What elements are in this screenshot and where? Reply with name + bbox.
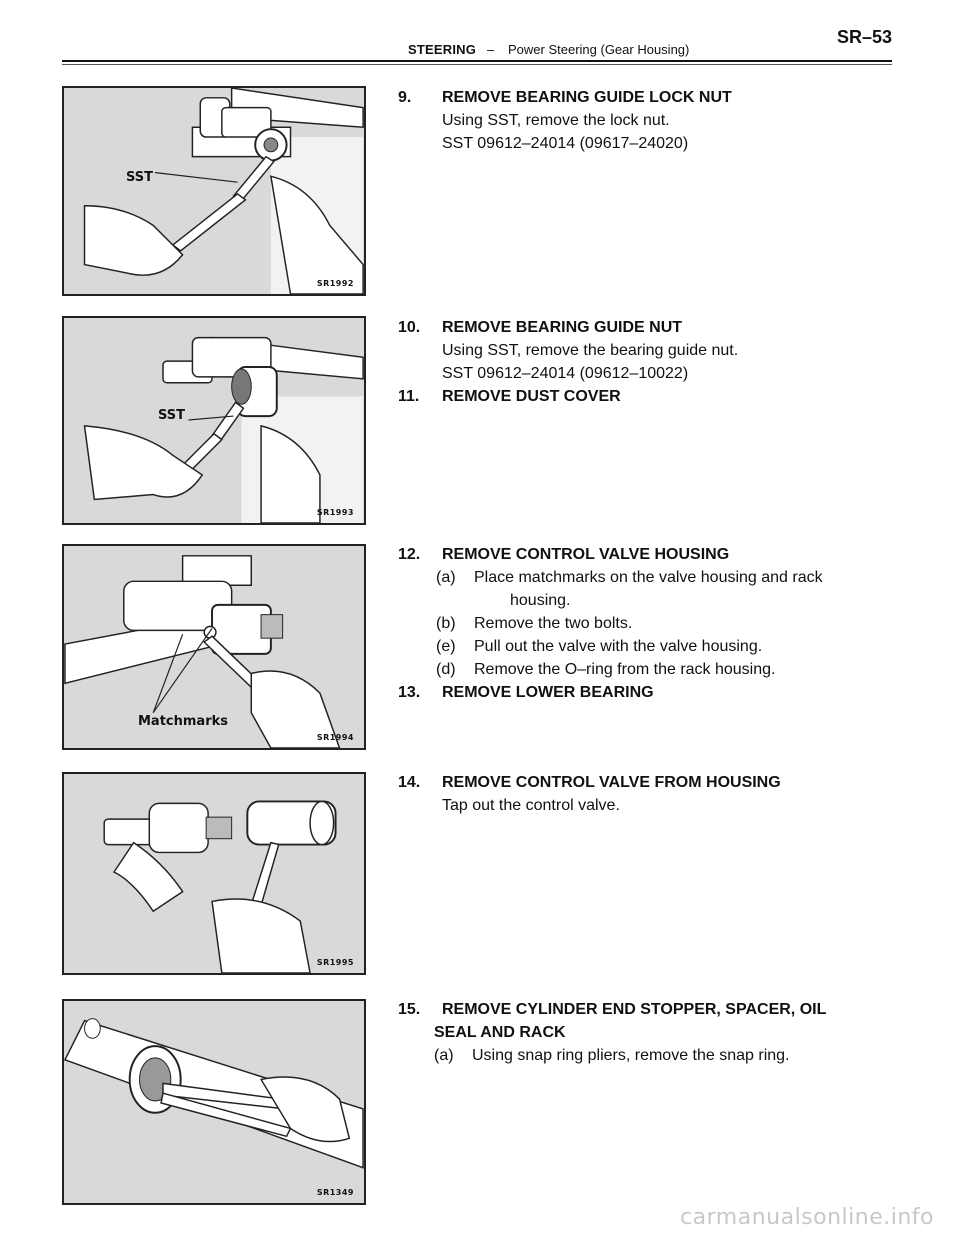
matchmarks-callout: Matchmarks — [136, 714, 230, 729]
step-line: Using SST, remove the lock nut. — [442, 112, 670, 129]
step-title: REMOVE CYLINDER END STOPPER, SPACER, OIL — [442, 1001, 827, 1018]
figure-snap-ring: SR1349 — [62, 999, 366, 1205]
substep: (a) Place matchmarks on the valve housin… — [436, 566, 898, 589]
illustration-sst-guide-nut — [83, 336, 364, 523]
step-heading: 9. REMOVE BEARING GUIDE LOCK NUT — [398, 86, 898, 109]
substep: (b) Remove the two bolts. — [436, 612, 898, 635]
step-number: 10. — [398, 319, 421, 336]
step-title: REMOVE LOWER BEARING — [442, 684, 654, 701]
step-heading: 15. REMOVE CYLINDER END STOPPER, SPACER,… — [398, 998, 898, 1021]
step-title-continuation: SEAL AND RACK — [434, 1024, 566, 1041]
step-heading: 12. REMOVE CONTROL VALVE HOUSING — [398, 543, 898, 566]
substep-text: Pull out the valve with the valve housin… — [474, 638, 763, 655]
figure-lock-nut: SST SR1992 — [62, 86, 366, 296]
step-15: 15. REMOVE CYLINDER END STOPPER, SPACER,… — [398, 998, 898, 1067]
step-14: 14. REMOVE CONTROL VALVE FROM HOUSING Ta… — [398, 771, 898, 817]
illustration-snap-ring-pliers — [64, 1018, 364, 1169]
substep-label: (b) — [436, 615, 456, 632]
figure-code: SR1995 — [316, 958, 354, 967]
step-number: 13. — [398, 684, 421, 701]
section-title: STEERING — [408, 42, 477, 57]
substep-text: Remove the two bolts. — [474, 615, 633, 632]
step-heading: 10. REMOVE BEARING GUIDE NUT — [398, 316, 898, 339]
step-title: REMOVE BEARING GUIDE LOCK NUT — [442, 89, 732, 106]
figure-code: SR1994 — [316, 733, 354, 742]
watermark: carmanualsonline.info — [680, 1205, 934, 1230]
step-title: REMOVE BEARING GUIDE NUT — [442, 319, 683, 336]
step-9: 9. REMOVE BEARING GUIDE LOCK NUT Using S… — [398, 86, 898, 155]
page-number: SR–53 — [836, 27, 892, 47]
substep-label: (e) — [436, 638, 456, 655]
header-rule — [62, 60, 892, 62]
substep-label: (a) — [436, 569, 456, 586]
subsection-title: Power Steering (Gear Housing) — [508, 42, 690, 57]
step-number: 15. — [398, 1001, 421, 1018]
step-11-heading: 11. REMOVE DUST COVER — [398, 385, 898, 408]
step-number: 14. — [398, 774, 421, 791]
substep-text: Place matchmarks on the valve housing an… — [474, 569, 823, 586]
header-rule-thin — [62, 64, 892, 65]
figure-code: SR1993 — [316, 508, 354, 517]
page-header: STEERING – Power Steering (Gear Housing)… — [0, 0, 960, 65]
substep-text: Remove the O–ring from the rack housing. — [474, 661, 776, 678]
substep-list: (a) Using snap ring pliers, remove the s… — [398, 1044, 898, 1067]
step-number: 12. — [398, 546, 421, 563]
step-number: 11. — [398, 388, 420, 405]
step-12: 12. REMOVE CONTROL VALVE HOUSING (a) Pla… — [398, 543, 898, 704]
step-13-heading: 13. REMOVE LOWER BEARING — [398, 681, 898, 704]
sst-callout: SST — [124, 170, 156, 185]
step-title: REMOVE DUST COVER — [442, 388, 621, 405]
step-title: REMOVE CONTROL VALVE HOUSING — [442, 546, 730, 563]
figure-code: SR1349 — [316, 1188, 354, 1197]
substep-text: Using snap ring pliers, remove the snap … — [472, 1047, 790, 1064]
sst-number: SST 09612–24014 (09617–24020) — [442, 135, 689, 152]
illustration-sst-lock-nut — [83, 88, 364, 294]
figure-control-valve-housing: Matchmarks SR1994 — [62, 544, 366, 750]
figure-control-valve: SR1995 — [62, 772, 366, 975]
step-10: 10. REMOVE BEARING GUIDE NUT Using SST, … — [398, 316, 898, 408]
substep: (a) Using snap ring pliers, remove the s… — [434, 1044, 898, 1067]
substep-label: (d) — [436, 661, 456, 678]
substep-continuation: housing. — [510, 592, 571, 609]
step-number: 9. — [398, 89, 412, 106]
substep-label: (a) — [434, 1047, 454, 1064]
sst-callout: SST — [156, 408, 188, 423]
sst-number: SST 09612–24014 (09612–10022) — [442, 365, 689, 382]
header-separator: – — [487, 42, 495, 57]
substep: (e) Pull out the valve with the valve ho… — [436, 635, 898, 658]
figure-code: SR1992 — [316, 279, 354, 288]
substep-list: (a) Place matchmarks on the valve housin… — [398, 566, 898, 681]
figure-bearing-guide-nut: SST SR1993 — [62, 316, 366, 525]
illustration-hammer-tap — [103, 800, 337, 973]
step-line: Using SST, remove the bearing guide nut. — [442, 342, 739, 359]
step-title: REMOVE CONTROL VALVE FROM HOUSING — [442, 774, 781, 791]
step-line: Tap out the control valve. — [442, 797, 620, 814]
step-heading: 14. REMOVE CONTROL VALVE FROM HOUSING — [398, 771, 898, 794]
illustration-matchmarks — [64, 555, 341, 748]
substep: (d) Remove the O–ring from the rack hous… — [436, 658, 898, 681]
